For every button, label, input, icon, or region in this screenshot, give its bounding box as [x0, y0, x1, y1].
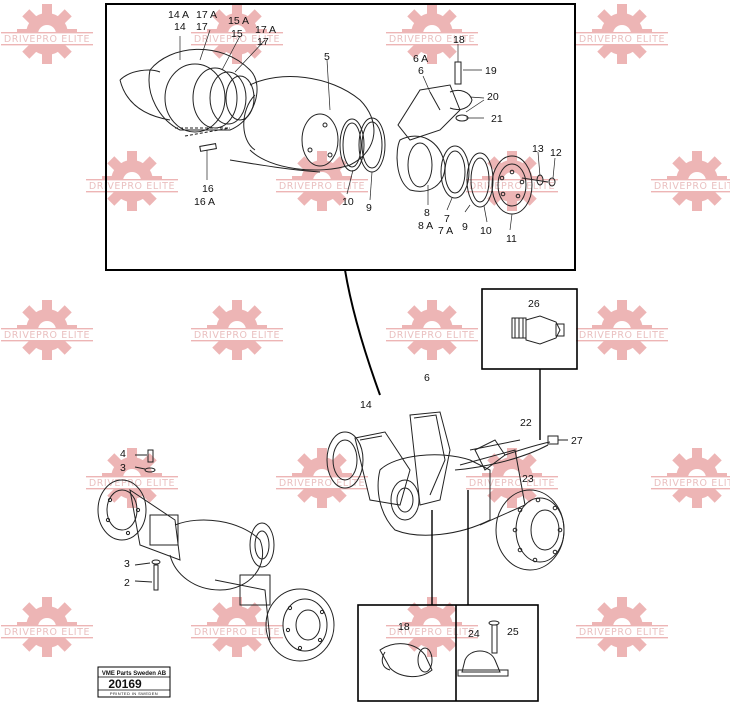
callout-4: 4: [120, 448, 126, 460]
watermark-text: DRIVEPRO ELITE: [4, 34, 90, 45]
watermark-logo: DRIVEPRO ELITE: [576, 300, 668, 360]
watermark-logo: DRIVEPRO ELITE: [386, 300, 478, 360]
callout-17a-top: 17 A: [196, 9, 217, 21]
stamp-drawing-number: 20169: [108, 677, 142, 691]
watermark-text: DRIVEPRO ELITE: [469, 478, 555, 489]
callout-7a: 7 A: [438, 225, 453, 237]
left-axle-assembly: [97, 449, 335, 662]
callout-21: 21: [491, 113, 503, 125]
watermark-text: DRIVEPRO ELITE: [89, 181, 175, 192]
watermark-logo: DRIVEPRO ELITE: [1, 300, 93, 360]
detail-box-hub-assembly: [105, 3, 576, 271]
detail-box-fitting: [481, 288, 578, 440]
callout-13: 13: [532, 143, 544, 155]
watermark-logo: DRIVEPRO ELITE: [191, 597, 283, 657]
watermark-text: DRIVEPRO ELITE: [469, 181, 555, 192]
callout-19: 19: [485, 65, 497, 77]
leader-lines-detail: [179, 29, 556, 231]
callout-9-left: 9: [366, 202, 372, 214]
watermark-text: DRIVEPRO ELITE: [4, 627, 90, 638]
watermark-logo: DRIVEPRO ELITE: [651, 448, 730, 508]
callout-6: 6: [424, 372, 430, 384]
stamp-printed: PRINTED IN SWEDEN: [110, 691, 158, 696]
bracket-6-detail: [397, 61, 473, 141]
watermark-logo: DRIVEPRO ELITE: [1, 597, 93, 657]
watermark-text: DRIVEPRO ELITE: [194, 34, 280, 45]
parts-catalog-stamp: VME Parts Sweden AB 20169 PRINTED IN SWE…: [97, 666, 171, 698]
watermark-text: DRIVEPRO ELITE: [89, 478, 175, 489]
callout-2: 2: [124, 577, 130, 589]
callout-10-right: 10: [480, 225, 492, 237]
callout-14-top: 14: [174, 21, 186, 33]
callout-11: 11: [506, 233, 517, 245]
watermark-text: DRIVEPRO ELITE: [4, 330, 90, 341]
callout-20: 20: [487, 91, 499, 103]
callout-8: 8: [424, 207, 430, 219]
watermark-text: DRIVEPRO ELITE: [579, 34, 665, 45]
callout-24: 24: [468, 628, 480, 640]
housing-end-left: [119, 48, 258, 152]
callout-18: 18: [453, 34, 465, 46]
watermark-logo: DRIVEPRO ELITE: [191, 4, 283, 64]
callout-16: 16: [202, 183, 214, 195]
watermark-logo: DRIVEPRO ELITE: [651, 151, 730, 211]
callout-15a: 15 A: [228, 15, 249, 27]
main-axle-assembly: [326, 411, 568, 605]
watermark-text: DRIVEPRO ELITE: [579, 330, 665, 341]
callout-3-bottom: 3: [124, 558, 130, 570]
callout-16a: 16 A: [194, 196, 215, 208]
callout-17a-right: 17 A: [255, 24, 276, 36]
watermark-logo: DRIVEPRO ELITE: [386, 4, 478, 64]
watermark-logo: DRIVEPRO ELITE: [86, 151, 178, 211]
housing-tube: [229, 76, 375, 173]
watermark-logo: DRIVEPRO ELITE: [276, 151, 368, 211]
callout-15: 15: [231, 28, 243, 40]
detail-pointer-line: [344, 269, 381, 396]
watermark-text: DRIVEPRO ELITE: [389, 627, 475, 638]
callout-27: 27: [571, 435, 583, 447]
watermark-logo: DRIVEPRO ELITE: [466, 448, 558, 508]
callout-25: 25: [507, 626, 519, 638]
callout-6-top: 6: [418, 65, 424, 77]
watermark-logo: DRIVEPRO ELITE: [191, 300, 283, 360]
callout-labels: 14 A 17 A 14 17 15 A 15 17 A 17 5 6 A 6 …: [120, 9, 583, 640]
callout-12: 12: [550, 147, 562, 159]
watermark-text: DRIVEPRO ELITE: [194, 627, 280, 638]
callout-22: 22: [520, 417, 532, 429]
watermark-text: DRIVEPRO ELITE: [654, 478, 730, 489]
watermark-text: DRIVEPRO ELITE: [194, 330, 280, 341]
callout-17-right: 17: [257, 36, 269, 48]
watermark-layer: DRIVEPRO ELITE DRIVEPRO ELITE DRIVEPRO ELI…: [1, 4, 730, 657]
watermark-text: DRIVEPRO ELITE: [279, 478, 365, 489]
watermark-logo: DRIVEPRO ELITE: [576, 597, 668, 657]
callout-8a: 8 A: [418, 220, 433, 232]
watermark-text: DRIVEPRO ELITE: [654, 181, 730, 192]
callout-5: 5: [324, 51, 330, 63]
callout-17-top: 17: [196, 21, 208, 33]
watermark-text: DRIVEPRO ELITE: [389, 34, 475, 45]
callout-10-left: 10: [342, 196, 354, 208]
watermark-logo: DRIVEPRO ELITE: [386, 597, 478, 657]
callout-14: 14: [360, 399, 372, 411]
callout-9-right: 9: [462, 221, 468, 233]
watermark-logo: DRIVEPRO ELITE: [576, 4, 668, 64]
callout-26: 26: [528, 298, 540, 310]
callout-7: 7: [444, 213, 450, 225]
seal-rings-left: [339, 117, 386, 173]
watermark-text: DRIVEPRO ELITE: [279, 181, 365, 192]
callout-14a-top: 14 A: [168, 9, 189, 21]
stamp-company: VME Parts Sweden AB: [102, 671, 167, 677]
detail-box-clamps: [357, 604, 539, 702]
callout-18-box: 18: [398, 621, 410, 633]
watermark-logo: DRIVEPRO ELITE: [1, 4, 93, 64]
callout-3-top: 3: [120, 462, 126, 474]
watermark-logo: DRIVEPRO ELITE: [276, 448, 368, 508]
watermark-text: DRIVEPRO ELITE: [579, 627, 665, 638]
callout-6a: 6 A: [413, 53, 428, 65]
watermark-text: DRIVEPRO ELITE: [389, 330, 475, 341]
callout-23: 23: [522, 473, 534, 485]
